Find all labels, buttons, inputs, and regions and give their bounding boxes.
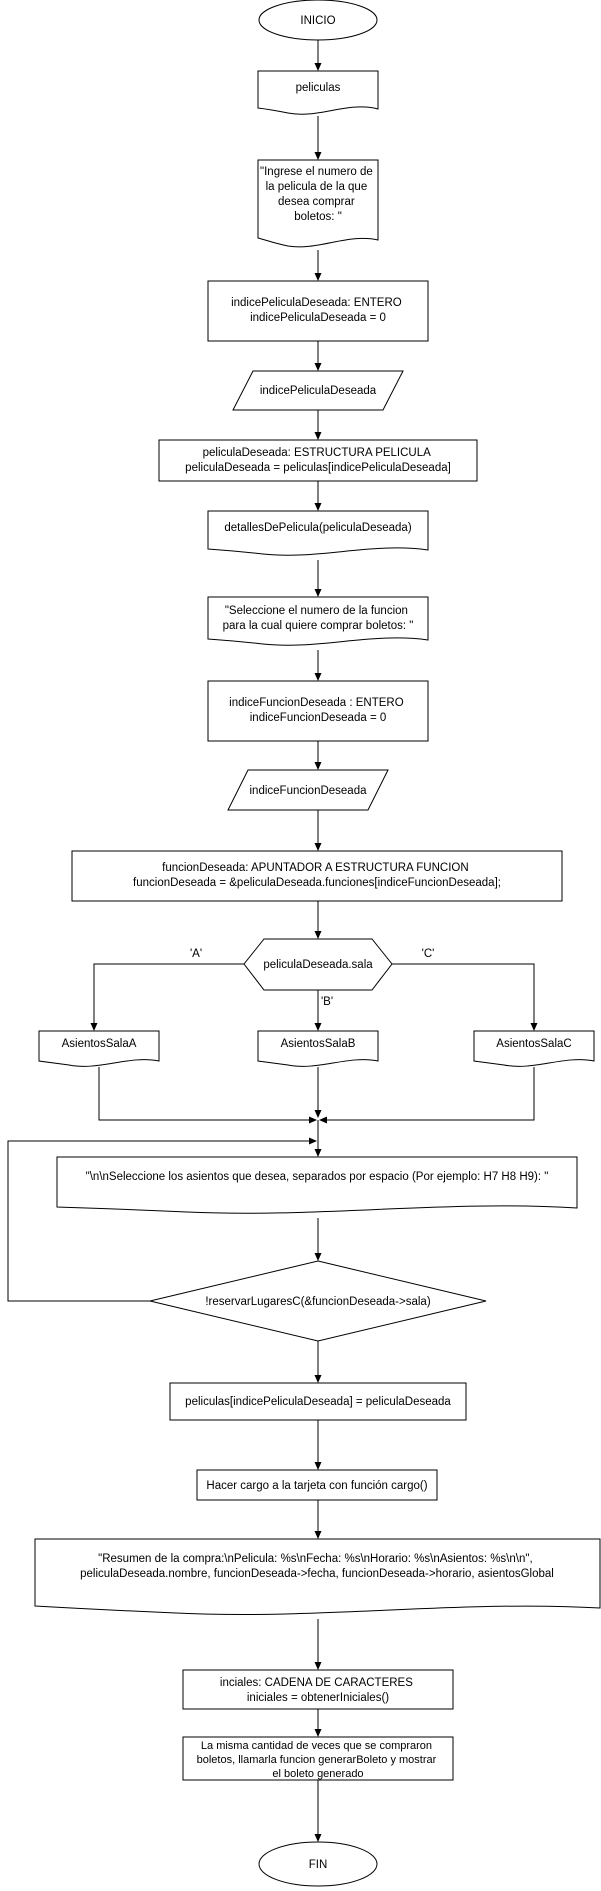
decl-pelicula-text: peliculaDeseada: ESTRUCTURA PELICULA pel… xyxy=(185,447,451,474)
case-c-label: 'C' xyxy=(422,948,435,960)
decl-indice-pelicula-line-2: indicePeliculaDeseada = 0 xyxy=(250,312,386,324)
loop-condition-diamond: !reservarLugaresC(&funcionDeseada->sala) xyxy=(149,1260,487,1342)
asientos-sala-a-document: AsientosSalaA xyxy=(38,1030,160,1067)
peliculas-label: peliculas xyxy=(296,82,341,94)
iniciales-line-1: inciales: CADENA DE CARACTERES xyxy=(220,1677,413,1689)
prompt-funcion-text: "Seleccione el numero de la funcion para… xyxy=(223,605,414,632)
prompt-asientos-label: "\n\nSeleccione los asientos que desea, … xyxy=(86,1171,549,1183)
input-indice-pelicula: indicePeliculaDeseada xyxy=(232,370,404,411)
decl-indice-funcion-line-2: indiceFuncionDeseada = 0 xyxy=(250,712,387,724)
resumen-line-1: "Resumen de la compra:\nPelicula: %s\nFe… xyxy=(98,1553,533,1565)
assign-pelicula-process: peliculas[indicePeliculaDeseada] = pelic… xyxy=(169,1382,467,1421)
connector-switch-case-a xyxy=(90,963,244,1031)
decl-indice-funcion-process: indiceFuncionDeseada : ENTERO indiceFunc… xyxy=(207,680,429,742)
input-indice-funcion-label: indiceFuncionDeseada xyxy=(250,785,368,797)
end-terminal: FIN xyxy=(258,1841,378,1887)
decl-funcion-text: funcionDeseada: APUNTADOR A ESTRUCTURA F… xyxy=(133,862,501,889)
prompt-funcion-document: "Seleccione el numero de la funcion para… xyxy=(207,596,429,646)
loop-condition-label: !reservarLugaresC(&funcionDeseada->sala) xyxy=(205,1296,430,1308)
decl-indice-funcion-line-1: indiceFuncionDeseada : ENTERO xyxy=(229,697,404,709)
detalles-document: detallesDePelicula(peliculaDeseada) xyxy=(207,510,429,556)
decl-funcion-process: funcionDeseada: APUNTADOR A ESTRUCTURA F… xyxy=(71,850,563,902)
resumen-document: "Resumen de la compra:\nPelicula: %s\nFe… xyxy=(34,1538,601,1616)
prompt-funcion-line-1: "Seleccione el numero de la funcion xyxy=(225,605,408,617)
prompt-pelicula-text: "Ingrese el numero de la pelicula de la … xyxy=(260,166,376,223)
prompt-pelicula-document: "Ingrese el numero de la pelicula de la … xyxy=(257,159,379,248)
switch-sala-label: peliculaDeseada.sala xyxy=(263,959,373,971)
boletos-line-1: La misma cantidad de veces que se compra… xyxy=(201,1740,432,1752)
prompt-pelicula-line-2: la pelicula de la que xyxy=(266,181,368,193)
case-a-label: 'A' xyxy=(190,948,202,960)
decl-indice-pelicula-line-1: indicePeliculaDeseada: ENTERO xyxy=(231,297,402,309)
resumen-line-2: peliculaDeseada.nombre, funcionDeseada->… xyxy=(80,1568,554,1580)
boletos-line-3: el boleto generado xyxy=(272,1768,363,1780)
prompt-funcion-line-2: para la cual quiere comprar boletos: " xyxy=(223,620,414,632)
prompt-pelicula-line-3: desea comprar xyxy=(278,196,355,208)
decl-indice-funcion-text: indiceFuncionDeseada : ENTERO indiceFunc… xyxy=(229,697,407,724)
asientos-sala-c-document: AsientosSalaC xyxy=(473,1030,595,1067)
iniciales-line-2: iniciales = obtenerIniciales() xyxy=(247,1692,389,1704)
decl-indice-pelicula-text: indicePeliculaDeseada: ENTERO indicePeli… xyxy=(231,297,405,324)
prompt-pelicula-line-4: boletos: " xyxy=(294,211,342,223)
iniciales-text: inciales: CADENA DE CARACTERES iniciales… xyxy=(220,1677,416,1704)
decl-funcion-line-2: funcionDeseada = &peliculaDeseada.funcio… xyxy=(133,877,501,889)
prompt-pelicula-line-1: "Ingrese el numero de xyxy=(260,166,373,178)
prompt-asientos-document: "\n\nSeleccione los asientos que desea, … xyxy=(56,1156,578,1214)
boletos-text: La misma cantidad de veces que se compra… xyxy=(197,1740,440,1780)
input-indice-pelicula-label: indicePeliculaDeseada xyxy=(260,385,377,397)
asientos-sala-b-label: AsientosSalaB xyxy=(281,1038,356,1050)
peliculas-document: peliculas xyxy=(257,70,379,115)
connector-case-c-merge xyxy=(319,1067,535,1124)
decl-indice-pelicula-process: indicePeliculaDeseada: ENTERO indicePeli… xyxy=(207,280,429,342)
end-label: FIN xyxy=(309,1859,328,1871)
asientos-sala-c-label: AsientosSalaC xyxy=(496,1038,571,1050)
case-b-label: 'B' xyxy=(321,996,333,1008)
start-terminal: INICIO xyxy=(258,0,378,41)
assign-pelicula-label: peliculas[indicePeliculaDeseada] = pelic… xyxy=(185,1396,451,1408)
input-indice-funcion: indiceFuncionDeseada xyxy=(227,769,389,811)
asientos-sala-b-document: AsientosSalaB xyxy=(257,1030,379,1067)
asientos-sala-a-label: AsientosSalaA xyxy=(62,1038,137,1050)
connector-switch-case-c xyxy=(392,963,538,1031)
decl-pelicula-line-2: peliculaDeseada = peliculas[indicePelicu… xyxy=(185,462,451,474)
boletos-line-2: boletos, llamarla funcion generarBoleto … xyxy=(197,1754,437,1766)
cargo-label: Hacer cargo a la tarjeta con función car… xyxy=(206,1480,427,1492)
decl-pelicula-process: peliculaDeseada: ESTRUCTURA PELICULA pel… xyxy=(158,439,478,482)
connector-loop-back xyxy=(7,1137,317,1302)
switch-sala-hexagon: peliculaDeseada.sala xyxy=(243,938,393,991)
cargo-process: Hacer cargo a la tarjeta con función car… xyxy=(196,1469,438,1501)
decl-pelicula-line-1: peliculaDeseada: ESTRUCTURA PELICULA xyxy=(203,447,432,459)
connector-case-a-merge xyxy=(98,1067,317,1124)
decl-funcion-line-1: funcionDeseada: APUNTADOR A ESTRUCTURA F… xyxy=(162,862,469,874)
start-label: INICIO xyxy=(300,15,335,27)
resumen-text: "Resumen de la compra:\nPelicula: %s\nFe… xyxy=(80,1553,554,1580)
connectors xyxy=(7,40,538,1842)
iniciales-process: inciales: CADENA DE CARACTERES iniciales… xyxy=(182,1669,454,1710)
detalles-label: detallesDePelicula(peliculaDeseada) xyxy=(224,522,411,534)
boletos-process: La misma cantidad de veces que se compra… xyxy=(182,1736,454,1781)
